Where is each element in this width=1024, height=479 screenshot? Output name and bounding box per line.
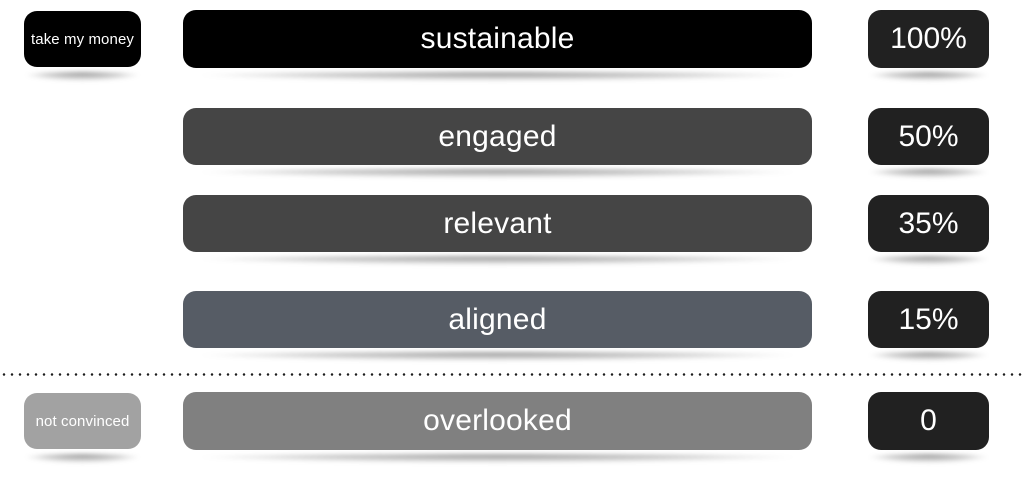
badge-not-convinced[interactable]: not convinced <box>24 393 141 449</box>
bar-card-engaged: engaged <box>175 102 820 171</box>
value-aligned[interactable]: 15% <box>868 291 989 348</box>
value-relevant[interactable]: 35% <box>868 195 989 252</box>
bar-card-aligned: aligned <box>175 285 820 354</box>
value-card-relevant: 35% <box>860 189 997 258</box>
value-engaged[interactable]: 50% <box>868 108 989 165</box>
badge-take-my-money[interactable]: take my money <box>24 11 141 67</box>
bar-aligned[interactable]: aligned <box>183 291 812 348</box>
value-overlooked[interactable]: 0 <box>868 392 989 450</box>
threshold-divider <box>0 373 1024 376</box>
bar-card-relevant: relevant <box>175 189 820 258</box>
bar-engaged[interactable]: engaged <box>183 108 812 165</box>
value-card-overlooked: 0 <box>860 386 997 456</box>
value-sustainable[interactable]: 100% <box>868 10 989 68</box>
value-card-aligned: 15% <box>860 285 997 354</box>
bar-relevant[interactable]: relevant <box>183 195 812 252</box>
value-card-sustainable: 100% <box>860 4 997 74</box>
badge-card-take-my-money: take my money <box>17 4 148 74</box>
bar-sustainable[interactable]: sustainable <box>183 10 812 68</box>
bar-card-overlooked: overlooked <box>175 386 820 456</box>
badge-card-not-convinced: not convinced <box>17 386 148 456</box>
value-card-engaged: 50% <box>860 102 997 171</box>
bar-card-sustainable: sustainable <box>175 4 820 74</box>
bar-overlooked[interactable]: overlooked <box>183 392 812 450</box>
